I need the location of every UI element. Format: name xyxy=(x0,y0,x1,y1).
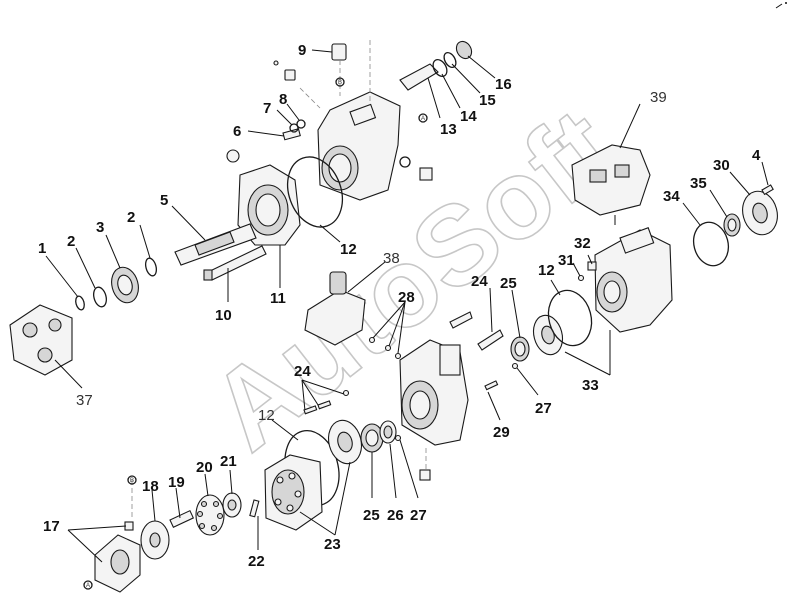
part-26-bushing xyxy=(379,420,397,499)
part-27-pin-lower xyxy=(394,434,419,499)
part-25-bearing-lower xyxy=(360,423,384,498)
callout-9: 9 xyxy=(298,42,306,59)
part-32-plug xyxy=(587,254,597,271)
callout-12c: 12 xyxy=(258,407,275,424)
part-22-spring-pin xyxy=(249,499,260,550)
part-18-swash-plate xyxy=(140,489,170,560)
callout-13: 13 xyxy=(440,121,457,138)
part-39-regulator xyxy=(571,103,651,225)
svg-text:A: A xyxy=(421,116,425,122)
callout-14: 14 xyxy=(460,108,477,125)
top-housing: A xyxy=(299,40,433,201)
part-9-sensor: B xyxy=(311,43,347,96)
part-15-ring xyxy=(443,51,481,94)
callout-31: 31 xyxy=(558,252,575,269)
callout-35: 35 xyxy=(690,175,707,192)
part-5-shaft xyxy=(171,205,257,266)
callout-4: 4 xyxy=(752,147,761,164)
part-14-ring xyxy=(432,58,461,109)
part-29-pin xyxy=(484,380,501,421)
callout-12b: 12 xyxy=(538,262,555,279)
part-34-oring xyxy=(682,202,730,267)
callout-39: 39 xyxy=(650,89,667,106)
callout-22: 22 xyxy=(248,553,265,570)
part-11-flange xyxy=(226,149,301,288)
callout-24a: 24 xyxy=(294,363,311,380)
callout-11: 11 xyxy=(270,290,286,307)
part-3-bearing xyxy=(105,234,139,304)
part-37-gear-pump xyxy=(9,304,83,389)
callout-15: 15 xyxy=(479,92,496,109)
part-25-bearing-right xyxy=(510,289,530,362)
callout-10: 10 xyxy=(215,307,232,324)
callout-27a: 27 xyxy=(535,400,552,417)
part-35-bearing xyxy=(709,189,741,237)
callout-23: 23 xyxy=(324,536,341,553)
part-6-bolt xyxy=(247,128,301,141)
callout-38: 38 xyxy=(383,250,400,267)
svg-text:B: B xyxy=(338,80,342,86)
callout-30: 30 xyxy=(713,157,730,174)
part-24-pins-left xyxy=(301,379,350,415)
center-port-plate xyxy=(399,339,469,481)
part-24-bolt-right xyxy=(449,287,504,351)
callout-37: 37 xyxy=(76,392,93,409)
part-23-cylinder-block xyxy=(264,454,351,536)
callout-20: 20 xyxy=(196,459,213,476)
callout-2b: 2 xyxy=(127,209,135,226)
part-17-swash-support: B A xyxy=(67,475,141,593)
part-31-pin xyxy=(572,262,585,282)
part-23-valve-plate xyxy=(327,419,363,465)
callout-33: 33 xyxy=(582,377,599,394)
part-33-plate xyxy=(532,314,564,356)
callout-34: 34 xyxy=(663,188,680,205)
callout-17: 17 xyxy=(43,518,60,535)
part-21-ball-guide xyxy=(222,469,242,518)
callout-3: 3 xyxy=(96,219,104,236)
callout-18: 18 xyxy=(142,478,159,495)
part-12-oring-upper xyxy=(286,156,344,243)
part-20-retainer-plate xyxy=(195,473,225,536)
callout-2a: 2 xyxy=(67,233,75,250)
callout-28: 28 xyxy=(398,289,415,306)
callout-8: 8 xyxy=(279,91,287,108)
callout-6: 6 xyxy=(233,123,241,140)
callout-5: 5 xyxy=(160,192,168,209)
callout-32: 32 xyxy=(574,235,591,252)
callout-24b: 24 xyxy=(471,273,488,290)
part-4-screw xyxy=(761,161,774,196)
part-7-washer xyxy=(276,109,299,133)
small-connector xyxy=(273,60,296,81)
callout-27b: 27 xyxy=(410,507,427,524)
callout-26: 26 xyxy=(387,507,404,524)
callout-25a: 25 xyxy=(500,275,517,292)
part-33-right-housing xyxy=(564,227,673,376)
svg-text:A: A xyxy=(86,583,90,589)
part-38-valve-block xyxy=(304,261,386,346)
part-16-cap xyxy=(455,40,496,79)
part-30-cover xyxy=(729,171,778,236)
part-28-pins xyxy=(368,301,406,360)
svg-text:B: B xyxy=(130,478,134,484)
part-27-pin-right xyxy=(511,362,539,396)
part-10-bolt xyxy=(203,245,267,302)
callout-12a: 12 xyxy=(340,241,357,258)
callout-1: 1 xyxy=(38,240,46,257)
part-8-washer xyxy=(286,103,306,129)
callout-7: 7 xyxy=(263,100,271,117)
callout-21: 21 xyxy=(220,453,237,470)
part-12-oring-right xyxy=(547,279,593,347)
part-13-plug xyxy=(399,63,441,119)
callout-29: 29 xyxy=(493,424,510,441)
part-1-ring xyxy=(45,255,85,311)
part-2-ring-lower xyxy=(75,247,107,308)
callout-16: 16 xyxy=(495,76,512,93)
part-19-piston xyxy=(169,487,195,528)
corner-mark xyxy=(775,2,787,9)
part-2-snap-ring xyxy=(139,224,158,277)
callout-19: 19 xyxy=(168,474,185,491)
callout-25b: 25 xyxy=(363,507,380,524)
